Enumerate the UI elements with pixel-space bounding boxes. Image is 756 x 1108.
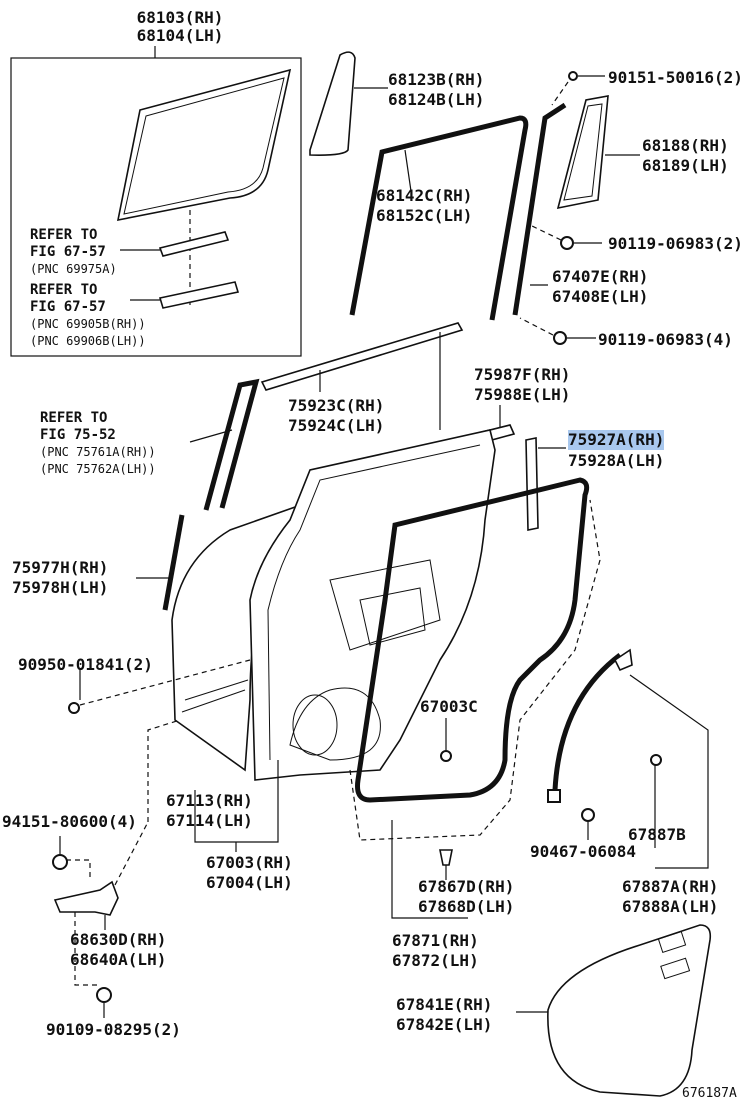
label-90950: 90950-01841(2): [18, 655, 153, 674]
label-67867d: 67867D(RH): [418, 877, 515, 896]
label-75927a-highlighted[interactable]: 75927A(RH): [568, 430, 665, 450]
glass-channel-1: [158, 231, 230, 257]
label-68103: 68103(RH): [136, 8, 224, 27]
label-67841e: 67841E(RH): [396, 995, 493, 1014]
label-67887a: 67887A(RH): [622, 877, 719, 896]
refer-3-line-2: FIG 75-52: [40, 427, 116, 443]
glass-channel-2: [158, 281, 240, 309]
refer-3-line-4: (PNC 75762A(LH)): [40, 462, 156, 476]
label-75988e: 75988E(LH): [474, 385, 571, 404]
clip-67867d: [439, 849, 453, 866]
label-67871: 67871(RH): [392, 931, 479, 950]
label-67842e: 67842E(LH): [396, 1015, 493, 1034]
bolt-90109: [96, 987, 112, 1003]
refer-3-line-3: (PNC 75761A(RH)): [40, 445, 156, 459]
label-67004: 67004(LH): [206, 873, 293, 892]
refer-1-line-2: FIG 67-57: [30, 244, 106, 260]
seal-67887a: [552, 653, 622, 791]
clip-67887b: [547, 789, 561, 803]
label-90119-a: 90119-06983(2): [608, 234, 743, 253]
label-75924c: 75924C(LH): [288, 416, 385, 435]
label-90467: 90467-06084: [530, 842, 636, 861]
label-68142c: 68142C(RH): [376, 186, 473, 205]
figure-id: 676187A: [682, 1086, 737, 1101]
refer-3-line-1: REFER TO: [40, 410, 108, 426]
label-75923c: 75923C(RH): [288, 396, 385, 415]
label-68123b: 68123B(RH): [388, 70, 485, 89]
label-68152c: 68152C(LH): [376, 206, 473, 225]
label-90151: 90151-50016(2): [608, 68, 743, 87]
bolt-90151: [568, 71, 578, 81]
label-75977h: 75977H(RH): [12, 558, 109, 577]
label-67887b: 67887B: [628, 825, 686, 844]
label-67868d: 67868D(LH): [418, 897, 515, 916]
label-67003c: 67003C: [420, 697, 478, 716]
label-94151: 94151-80600(4): [2, 812, 137, 831]
label-75987f: 75987F(RH): [474, 365, 571, 384]
label-67888a: 67888A(LH): [622, 897, 719, 916]
run-channel-68142c: [349, 115, 529, 321]
clip-90467: [581, 808, 595, 822]
label-67407e: 67407E(RH): [552, 267, 649, 286]
moulding-75927a: [525, 437, 539, 531]
label-68124b: 68124B(LH): [388, 90, 485, 109]
label-90109: 90109-08295(2): [46, 1020, 181, 1039]
clip-67887b-b: [650, 754, 662, 766]
refer-2-line-3: (PNC 69905B(RH)): [30, 317, 146, 331]
grommet-90950: [68, 702, 80, 714]
moulding-75977h: [162, 514, 185, 611]
label-68189: 68189(LH): [642, 156, 729, 175]
inset-box: [10, 57, 302, 357]
label-75978h: 75978H(LH): [12, 578, 109, 597]
label-67408e: 67408E(LH): [552, 287, 649, 306]
refer-1-line-3: (PNC 69975A): [30, 262, 117, 276]
door-hinge: [53, 880, 119, 916]
label-67114: 67114(LH): [166, 811, 253, 830]
label-68188: 68188(RH): [642, 136, 729, 155]
nut-94151: [52, 854, 68, 870]
refer-2-line-2: FIG 67-57: [30, 299, 106, 315]
door-glass: [116, 68, 292, 222]
refer-2-line-1: REFER TO: [30, 282, 98, 298]
belt-moulding-75923c: [260, 322, 464, 391]
label-68630d: 68630D(RH): [70, 930, 167, 949]
label-90119-b: 90119-06983(4): [598, 330, 733, 349]
label-67113: 67113(RH): [166, 791, 253, 810]
weatherstrip-67871: [355, 477, 590, 803]
label-67003: 67003(RH): [206, 853, 293, 872]
service-cover-67841e: [547, 924, 712, 1097]
screw-90119-a: [560, 236, 574, 250]
quarter-glass-68123b: [309, 51, 356, 156]
rear-quarter-glass: [556, 95, 609, 210]
label-67872: 67872(LH): [392, 951, 479, 970]
pillar-garnish-refer: [203, 378, 260, 511]
refer-1-line-1: REFER TO: [30, 227, 98, 243]
door-inner-panel: [249, 429, 496, 781]
label-68104: 68104(LH): [136, 26, 224, 45]
label-75928a: 75928A(LH): [568, 451, 665, 470]
screw-90119-b: [553, 331, 567, 345]
refer-2-line-4: (PNC 69906B(LH)): [30, 334, 146, 348]
label-68640a: 68640A(LH): [70, 950, 167, 969]
bolt-67003c: [440, 750, 452, 762]
division-bar-67407e: [512, 102, 567, 316]
